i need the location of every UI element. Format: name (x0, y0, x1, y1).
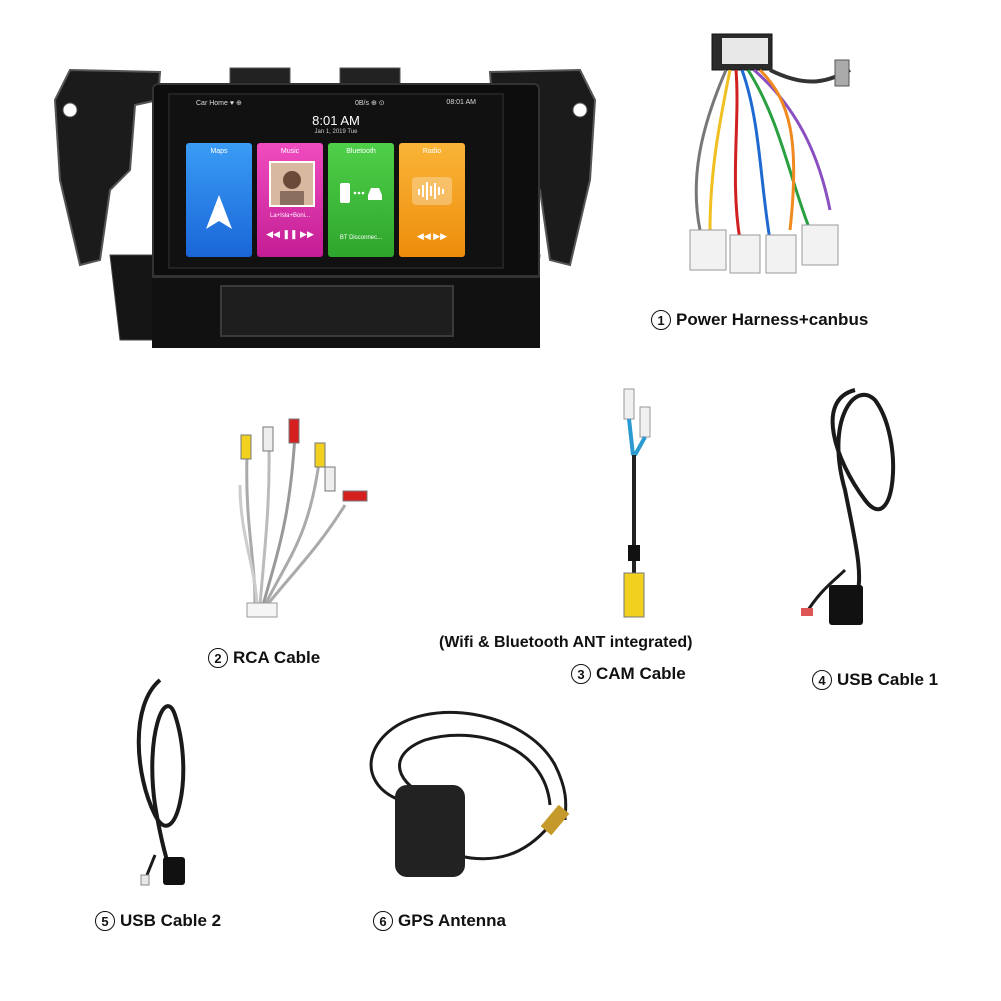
caption-rca-cable: 2 RCA Cable (208, 648, 320, 668)
caption-text: USB Cable 1 (837, 670, 939, 689)
display-screen: Car Home ♥ ⊕ 0B/s ⊕ ⊙ 08:01 AM 8:01 AM J… (168, 93, 504, 269)
caption-number: 1 (651, 310, 671, 330)
status-time: 08:01 AM (446, 99, 476, 106)
status-bar: Car Home ♥ ⊕ 0B/s ⊕ ⊙ 08:01 AM (170, 95, 502, 111)
tile-maps[interactable]: Maps (186, 143, 252, 257)
power-harness-image (689, 33, 851, 274)
caption-number: 6 (373, 911, 393, 931)
tile-bluetooth-label: Bluetooth (346, 148, 376, 155)
usb-cable-2-image (136, 678, 186, 886)
caption-cam-cable: 3 CAM Cable (571, 664, 686, 684)
caption-number: 5 (95, 911, 115, 931)
caption-text: GPS Antenna (398, 911, 506, 930)
usb-cable-1-image (801, 388, 896, 625)
clock-time: 8:01 AM (312, 113, 360, 128)
caption-text: RCA Cable (233, 648, 321, 667)
cam-note: (Wifi & Bluetooth ANT integrated) (439, 634, 693, 651)
caption-number: 2 (208, 648, 228, 668)
cam-cable-image (623, 388, 651, 618)
storage-slot (220, 285, 454, 337)
caption-usb-cable-2: 5 USB Cable 2 (95, 911, 221, 931)
tile-radio[interactable]: Radio ◀◀ ▶▶ (399, 143, 465, 257)
caption-text: USB Cable 2 (120, 911, 222, 930)
music-controls-icon[interactable]: ◀◀ ❚❚ ▶▶ (266, 229, 314, 239)
radio-wave-icon (412, 177, 452, 205)
phone-to-car-icon (340, 183, 382, 203)
caption-number: 4 (812, 670, 832, 690)
status-speed: 0B/s ⊕ ⊙ (355, 100, 385, 107)
album-art (269, 161, 315, 207)
clock-date: Jan 1, 2019 Tue (314, 129, 358, 135)
radio-controls-icon[interactable]: ◀◀ ▶▶ (416, 231, 448, 241)
caption-power-harness: 1 Power Harness+canbus (651, 310, 868, 330)
tile-maps-label: Maps (210, 148, 228, 155)
status-left: Car Home ♥ ⊕ (196, 100, 242, 107)
bluetooth-status: BT Disconnec... (339, 235, 383, 241)
tile-music[interactable]: Music La+Isla+Boni... ◀◀ ❚❚ ▶▶ (257, 143, 323, 257)
music-track-title: La+Isla+Boni... (269, 213, 311, 219)
tile-music-label: Music (280, 148, 300, 155)
gps-antenna-image (369, 710, 570, 877)
tile-radio-label: Radio (422, 148, 442, 155)
caption-gps-antenna: 6 GPS Antenna (373, 911, 506, 931)
caption-text: Power Harness+canbus (676, 310, 869, 329)
caption-text: CAM Cable (596, 664, 686, 683)
caption-usb-cable-1: 4 USB Cable 1 (812, 670, 938, 690)
navigation-arrow-icon (206, 195, 232, 229)
rca-cable-image (238, 418, 368, 618)
tile-bluetooth[interactable]: Bluetooth BT Disconnec... (328, 143, 394, 257)
caption-number: 3 (571, 664, 591, 684)
album-portrait-icon (280, 171, 304, 205)
head-unit-image: Car Home ♥ ⊕ 0B/s ⊕ ⊙ 08:01 AM 8:01 AM J… (40, 60, 610, 360)
